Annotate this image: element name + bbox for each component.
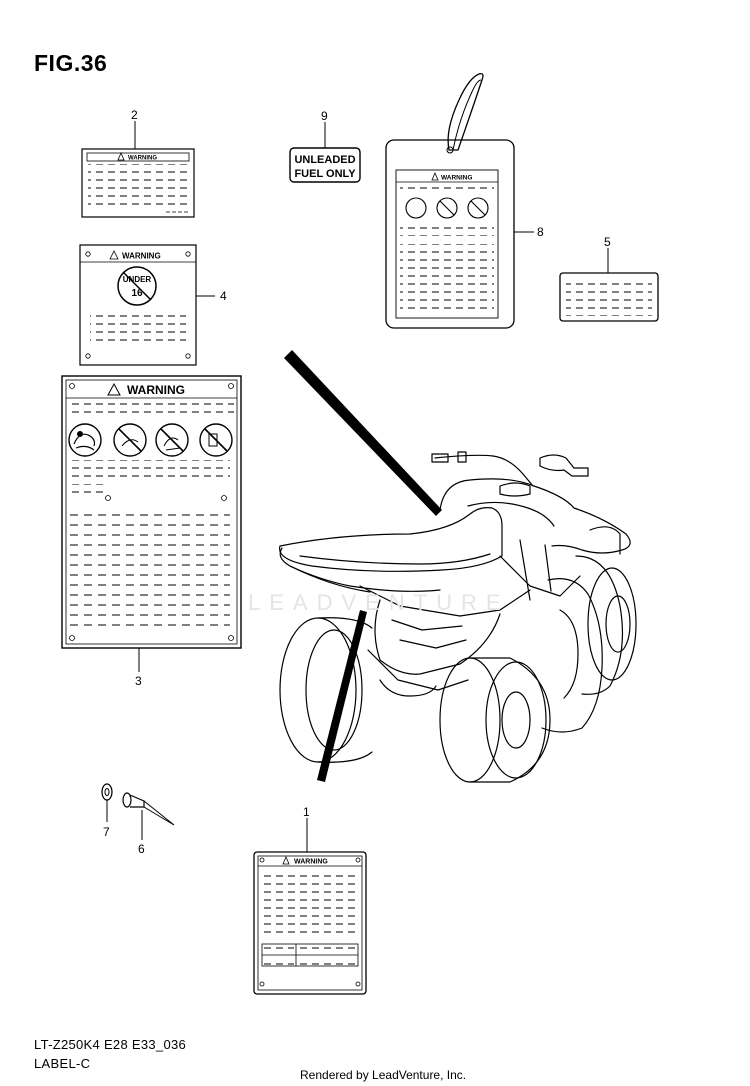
render-credit: Rendered by LeadVenture, Inc. — [300, 1068, 467, 1082]
label-5-info — [559, 272, 659, 322]
figure-title: FIG.36 — [34, 50, 108, 76]
pointer-arrow-lower — [317, 610, 367, 782]
label-1-warning: WARNING — [253, 851, 367, 995]
no-passenger-icon — [436, 197, 458, 219]
atv-illustration — [279, 451, 637, 783]
callout-6: 6 — [138, 842, 145, 856]
callout-4: 4 — [220, 289, 227, 303]
no-road-riding-icon — [467, 197, 489, 219]
warning-triangle-icon — [282, 855, 290, 865]
watermark-text: LEADVENTURE — [248, 590, 510, 615]
label-8-warning-text: WARNING — [441, 175, 472, 182]
no-alcohol-icon — [199, 423, 233, 457]
rider-pictogram-icon — [68, 423, 102, 457]
callout-3: 3 — [135, 674, 142, 688]
label-9-unleaded-fuel: UNLEADED FUEL ONLY — [289, 147, 361, 183]
warning-triangle-icon — [107, 382, 121, 396]
callout-2: 2 — [131, 108, 138, 122]
callout-5: 5 — [604, 235, 611, 249]
part-6-rivet — [122, 792, 175, 826]
no-road-riding-icon — [155, 423, 189, 457]
under-16-icon — [117, 266, 157, 306]
warning-triangle-icon — [431, 171, 439, 181]
part-7-washer — [101, 783, 113, 801]
callout-1: 1 — [303, 805, 310, 819]
callout-8: 8 — [537, 225, 544, 239]
label-3-warning-large: WARNING — [61, 375, 242, 649]
label-8-hang-tag: WARNING — [385, 72, 515, 329]
warning-triangle-icon — [109, 250, 119, 260]
no-passenger-icon — [113, 423, 147, 457]
age-text: 16 — [131, 288, 143, 299]
rider-pictogram-icon — [405, 197, 427, 219]
under-text: UNDER — [123, 275, 152, 284]
label-2-warning-small: WARNING — [81, 148, 195, 218]
label-4-age-warning: WARNING UNDER 16 — [79, 244, 197, 366]
label-1-warning-text: WARNING — [294, 859, 328, 866]
fuel-line1-text: UNLEADED — [294, 154, 355, 166]
section-label: LABEL-C — [34, 1056, 91, 1071]
label-4-warning-text: WARNING — [122, 252, 161, 261]
label-3-warning-text: WARNING — [127, 383, 185, 397]
warning-triangle-icon — [117, 151, 125, 161]
pointer-arrow-upper — [284, 350, 442, 516]
callout-9: 9 — [321, 109, 328, 123]
label-2-warning-text: WARNING — [128, 156, 157, 162]
callout-7: 7 — [103, 825, 110, 839]
model-code: LT-Z250K4 E28 E33_036 — [34, 1037, 187, 1052]
fuel-line2-text: FUEL ONLY — [294, 168, 356, 180]
